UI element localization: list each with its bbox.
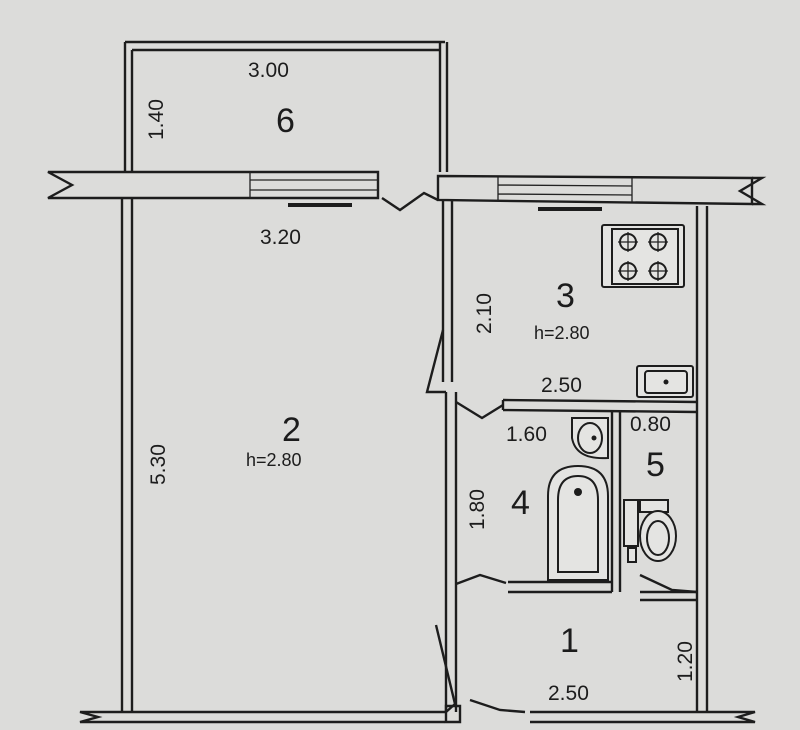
room-3-number: 3 (556, 277, 575, 315)
bath-bottom-wall (508, 580, 612, 594)
kitchen-door (425, 329, 446, 394)
entrance-door (469, 698, 526, 714)
room-2-width: 3.20 (260, 226, 301, 249)
balcony-walls (123, 40, 449, 172)
bottom-wall (90, 710, 745, 724)
room-3-width: 2.50 (541, 374, 582, 397)
kitchen-sink-icon (636, 365, 694, 398)
room-1-number: 1 (560, 622, 579, 660)
room-5-number: 5 (646, 446, 665, 484)
right-wall (695, 206, 709, 712)
room-6-width: 3.00 (248, 59, 289, 82)
room-1-depth: 1.20 (674, 641, 697, 682)
left-wall (120, 198, 134, 712)
bath-door-lower (455, 573, 507, 586)
room-2-number: 2 (282, 411, 301, 449)
washbasin-icon (571, 417, 609, 460)
room-6-depth: 1.40 (145, 99, 168, 140)
room-3-height: h=2.80 (534, 323, 590, 343)
window-sill (538, 207, 602, 211)
outer-wall-top (47, 170, 767, 211)
labels: 3.00 1.40 6 3.20 5.30 2 h=2.80 2.10 3 h=… (145, 59, 697, 705)
room-4-width: 1.60 (506, 423, 547, 446)
entrance-door-left (434, 624, 457, 713)
room-2-height: h=2.80 (246, 450, 302, 470)
room-1-width: 2.50 (548, 682, 589, 705)
room-6-number: 6 (276, 102, 295, 140)
room-3-depth: 2.10 (473, 293, 496, 334)
toilet-icon (623, 499, 677, 563)
stove-icon (601, 224, 685, 288)
partition-wall (441, 200, 458, 712)
room-4-number: 4 (511, 484, 530, 522)
bath-wc-partition (610, 410, 622, 592)
bath-door (455, 400, 504, 420)
kitchen-partition (501, 398, 698, 414)
balcony-door (381, 191, 439, 212)
room-4-depth: 1.80 (466, 489, 489, 530)
walls (47, 40, 767, 724)
room-2-depth: 5.30 (147, 444, 170, 485)
room-5-width: 0.80 (630, 413, 671, 436)
window-sill (288, 203, 352, 207)
bathtub-icon (547, 464, 609, 581)
doors (381, 191, 698, 724)
wc-bottom-wall (640, 590, 697, 602)
wc-door (639, 573, 698, 594)
